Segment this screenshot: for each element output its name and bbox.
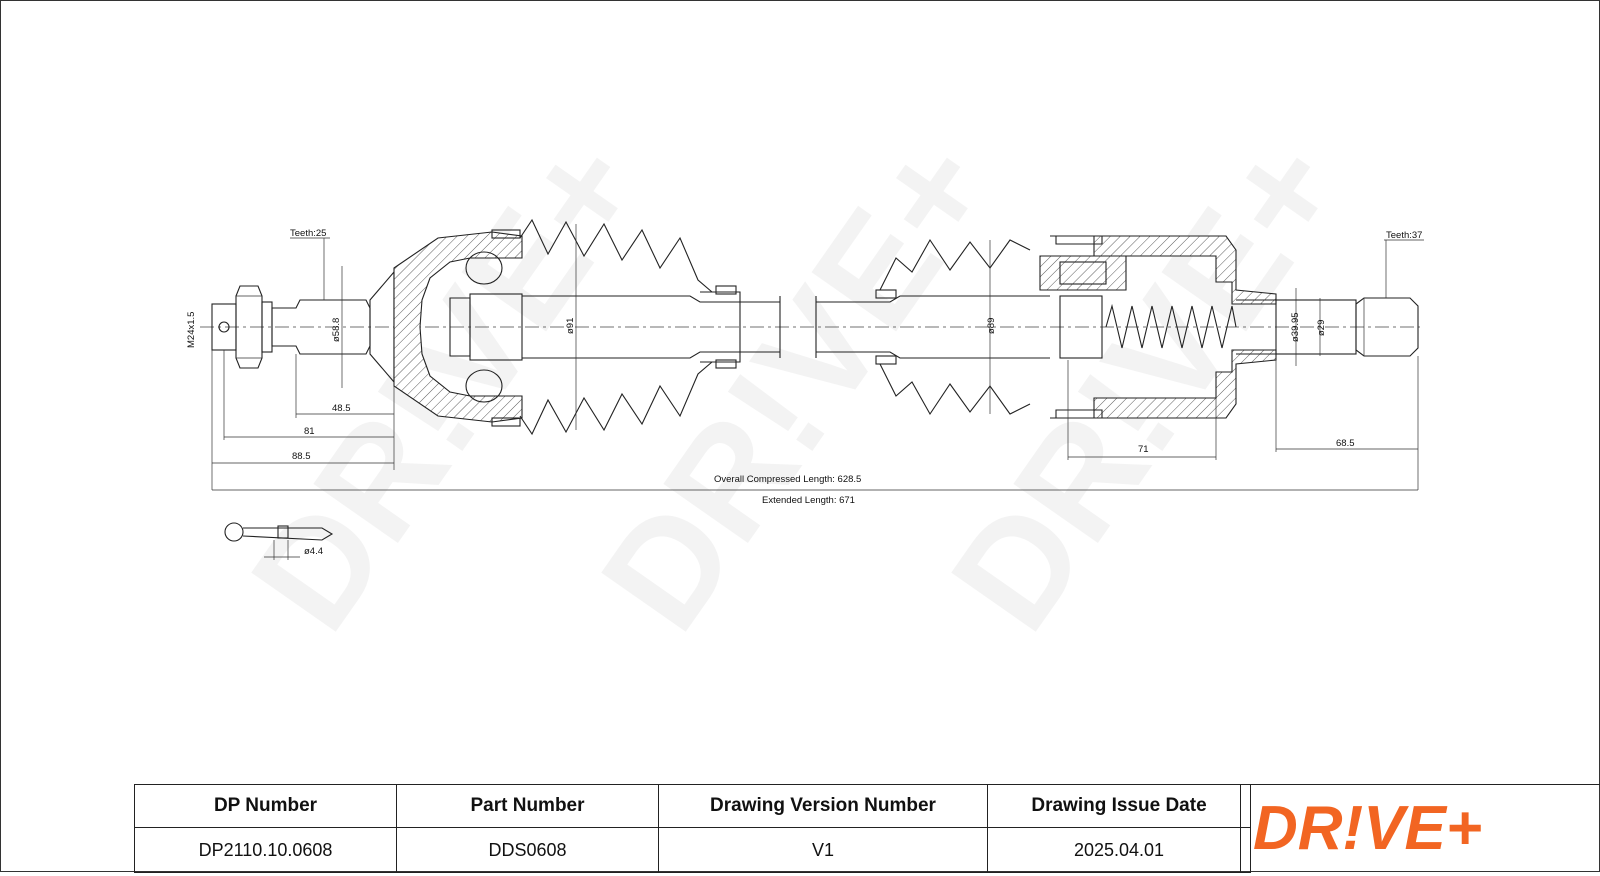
drawing-version-header: Drawing Version Number [658,784,988,828]
drawing-issue-date-value: 2025.04.01 [987,827,1251,873]
dimension-lines [211,224,1424,560]
part-number-value: DDS0608 [396,827,659,873]
dim-71-label: 71 [1138,444,1149,455]
dia-29-label: ø29 [1316,320,1327,336]
dim-88-5-label: 88.5 [292,451,311,462]
inner-tripod-joint [1039,235,1357,419]
teeth-right-label: Teeth:37 [1386,230,1422,241]
teeth-left-label: Teeth:25 [290,228,326,239]
watermarks: DR!VE+ DR!VE+ DR!VE+ [219,108,1375,658]
overall-compressed-length-label: Overall Compressed Length: 628.5 [714,474,861,485]
dia-91-label: ø91 [565,318,576,334]
drawing-issue-date-header: Drawing Issue Date [987,784,1251,828]
dim-68-5-label: 68.5 [1336,438,1355,449]
dim-48-5-label: 48.5 [332,403,351,414]
title-block: DP Number Part Number Drawing Version Nu… [134,784,1251,873]
left-hub-nut [211,285,371,369]
title-block-value-row: DP2110.10.0608 DDS0608 V1 2025.04.01 [134,827,1251,873]
dia-58-8-label: ø58.8 [331,318,342,342]
drive-logo: DR!VE+ [1253,794,1482,863]
dim-81-label: 81 [304,426,315,437]
title-block-header-row: DP Number Part Number Drawing Version Nu… [134,784,1251,828]
dp-number-header: DP Number [134,784,397,828]
left-boot [519,218,741,436]
shaft [522,295,1050,359]
dia-4-4-label: ø4.4 [304,546,323,557]
part-number-header: Part Number [396,784,659,828]
dia-39-95-label: ø39.95 [1290,312,1301,342]
right-boot [875,238,1031,416]
extended-length-label: Extended Length: 671 [762,495,855,506]
right-stub [1355,297,1419,357]
drive-logo-text: DR!VE+ [1253,794,1482,863]
drawing-version-value: V1 [658,827,988,873]
cotter-pin [224,522,334,542]
dp-number-value: DP2110.10.0608 [134,827,397,873]
thread-label: M24x1.5 [186,312,197,348]
inner-spring [1105,303,1237,349]
dia-89-label: ø89 [986,318,997,334]
logo-cell: DR!VE+ [1240,784,1600,872]
